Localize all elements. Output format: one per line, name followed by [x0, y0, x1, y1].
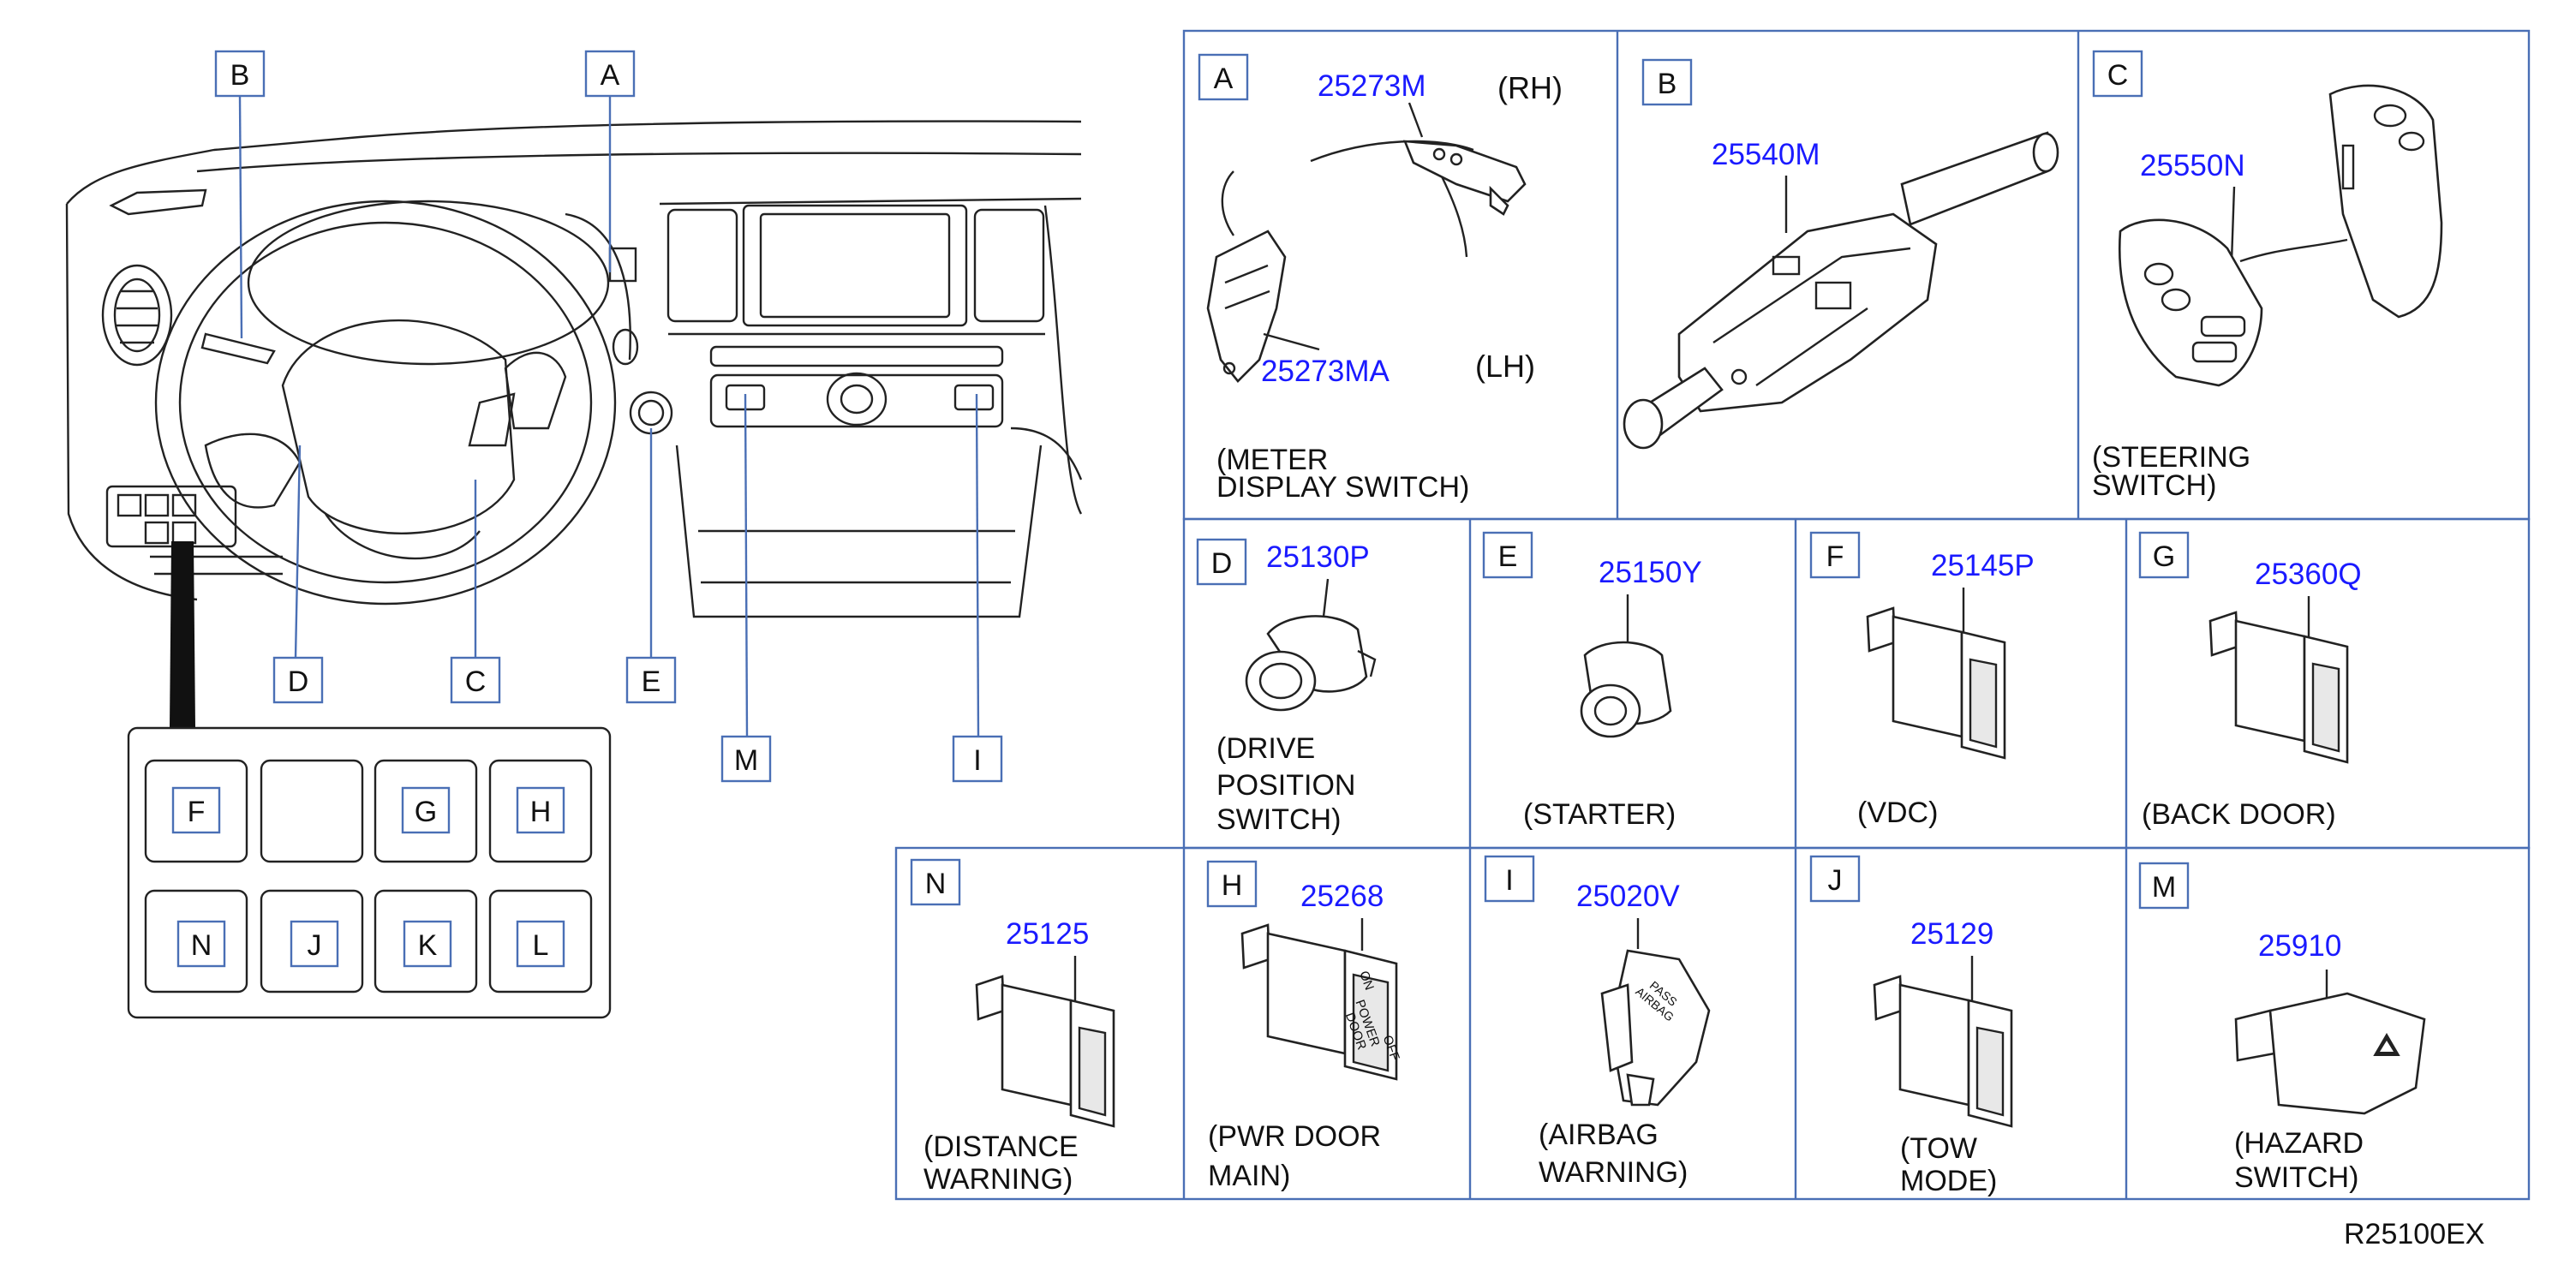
cell-i-letter: I	[1505, 864, 1513, 897]
cell-n-letter: N	[925, 868, 947, 900]
cell-n: N 25125 (DISTANCE WARNING)	[910, 858, 1115, 1196]
cell-d-caption-3: SWITCH)	[1216, 803, 1341, 836]
callouts: B A D C E M I	[214, 50, 1003, 783]
cell-f-letter: F	[1826, 540, 1844, 573]
switch-panel: F G H N J K L	[127, 726, 612, 1019]
part-number-25268: 25268	[1300, 880, 1384, 913]
cell-e: E 25150Y (STARTER)	[1482, 531, 1702, 831]
panel-n: N	[191, 929, 212, 962]
callout-m: M	[734, 744, 758, 777]
cell-i-caption-2: WARNING)	[1539, 1156, 1688, 1189]
cell-m-letter: M	[2152, 871, 2176, 904]
callout-d: D	[288, 665, 309, 698]
cell-d-letter: D	[1211, 547, 1233, 580]
cell-m: M 25910 (HAZARD SWITCH)	[2138, 862, 2426, 1194]
panel-l: L	[533, 929, 549, 962]
part-number-25020v: 25020V	[1576, 880, 1680, 913]
cell-c-letter: C	[2107, 59, 2129, 92]
cell-c: C 25550N (STEERING SWITCH)	[2092, 50, 2443, 502]
panel-f: F	[188, 796, 206, 828]
cell-e-caption-1: (STARTER)	[1523, 798, 1676, 831]
cell-d: D 25130P (DRIVE POSITION SWITCH)	[1196, 538, 1377, 836]
cell-d-caption-1: (DRIVE	[1216, 732, 1315, 765]
part-number-25125: 25125	[1006, 917, 1089, 951]
part-number-25129: 25129	[1910, 917, 1993, 951]
part-number-25550n: 25550N	[2140, 149, 2245, 182]
parts-grid	[894, 29, 2531, 1201]
cell-a-letter: A	[1214, 63, 1234, 95]
callout-b: B	[230, 59, 250, 92]
cell-g-letter: G	[2153, 540, 2175, 573]
cell-a-caption-2: DISPLAY SWITCH)	[1216, 471, 1469, 504]
cell-a-caption-1: (METER	[1216, 444, 1328, 476]
panel-h: H	[530, 796, 552, 828]
part-number-25150y: 25150Y	[1599, 556, 1702, 589]
h-face-on: ON	[1356, 969, 1377, 992]
part-number-25360q: 25360Q	[2255, 558, 2362, 591]
part-number-25273ma: 25273MA	[1261, 355, 1390, 388]
cell-m-caption-2: SWITCH)	[2234, 1161, 2358, 1194]
side-lh: (LH)	[1475, 349, 1535, 384]
panel-j: J	[308, 929, 322, 962]
cell-h-letter: H	[1222, 869, 1243, 902]
cell-h-caption-1: (PWR DOOR	[1208, 1120, 1381, 1153]
cell-n-caption-1: (DISTANCE	[923, 1131, 1079, 1163]
cell-j-caption-1: (TOW	[1900, 1132, 1977, 1165]
cell-e-letter: E	[1498, 540, 1518, 573]
side-rh: (RH)	[1497, 70, 1563, 105]
cell-j-letter: J	[1828, 864, 1843, 897]
cell-n-caption-2: WARNING)	[923, 1163, 1073, 1196]
cell-c-caption-2: SWITCH)	[2092, 469, 2216, 502]
cell-h: H 25268 ON POWER DOOR OFF (PWR DOOR MAIN…	[1206, 860, 1402, 1192]
cell-j-caption-2: MODE)	[1900, 1165, 1997, 1197]
part-number-25145p: 25145P	[1931, 549, 2035, 582]
part-number-25540m: 25540M	[1712, 138, 1820, 171]
cell-b-letter: B	[1658, 68, 1677, 100]
callout-c: C	[465, 665, 487, 698]
cell-h-caption-2: MAIN)	[1208, 1160, 1290, 1192]
cell-a: A 25273M (RH) 25273MA (LH) (METER DISPLA…	[1198, 53, 1563, 504]
cell-m-caption-1: (HAZARD	[2234, 1127, 2364, 1160]
panel-g: G	[415, 796, 437, 828]
cell-g: G 25360Q (BACK DOOR)	[2138, 531, 2362, 831]
cell-j: J 25129 (TOW MODE)	[1809, 855, 2013, 1197]
callout-e: E	[642, 665, 661, 698]
dashboard-overview	[65, 120, 1083, 728]
part-number-25130p: 25130P	[1266, 540, 1370, 574]
cell-f: F 25145P (VDC)	[1809, 531, 2035, 829]
callout-a: A	[601, 59, 620, 92]
cell-i: I 25020V PASS AIRBAG (AIRBAG WARNING)	[1484, 855, 1711, 1189]
diagram-code: R25100EX	[2344, 1218, 2484, 1250]
cell-f-caption-1: (VDC)	[1857, 797, 1938, 829]
cell-b: B 25540M	[1623, 58, 2059, 450]
part-number-25910: 25910	[2258, 929, 2341, 963]
panel-k: K	[418, 929, 438, 962]
cell-i-caption-1: (AIRBAG	[1539, 1119, 1659, 1151]
cell-c-caption-1: (STEERING	[2092, 441, 2250, 474]
cell-d-caption-2: POSITION	[1216, 769, 1355, 802]
callout-i: I	[973, 744, 981, 777]
cell-g-caption-1: (BACK DOOR)	[2142, 798, 2336, 831]
part-number-25273m: 25273M	[1318, 69, 1425, 103]
